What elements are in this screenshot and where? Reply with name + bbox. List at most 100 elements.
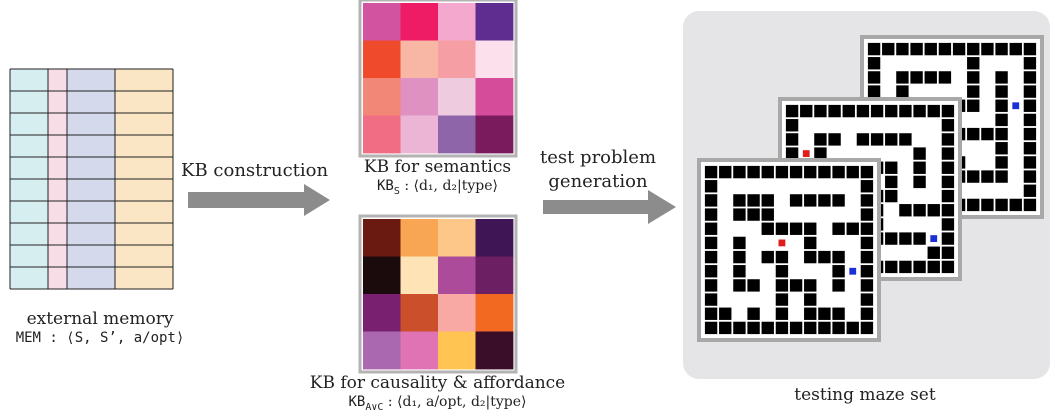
kb-causality-cell bbox=[400, 256, 439, 295]
kb-semantics-cell bbox=[363, 40, 401, 79]
maze-wall bbox=[704, 236, 718, 250]
maze-wall bbox=[885, 104, 898, 118]
kb-semantics-label: KB for semantics KBS : ⟨d₁, d₂|type⟩ bbox=[335, 157, 540, 197]
maze-wall bbox=[941, 133, 955, 146]
maze-wall bbox=[832, 194, 845, 207]
maze-wall bbox=[1023, 113, 1037, 127]
maze-wall bbox=[899, 260, 912, 274]
kb-causality-cell bbox=[475, 331, 514, 370]
maze-wall bbox=[785, 147, 799, 160]
maze-wall bbox=[941, 232, 955, 245]
maze-wall bbox=[828, 133, 841, 146]
kb-semantics-cell bbox=[438, 40, 476, 79]
maze-wall bbox=[995, 142, 1008, 155]
maze-wall bbox=[804, 293, 817, 306]
maze-wall bbox=[967, 198, 980, 212]
maze-front bbox=[697, 158, 881, 342]
maze-wall bbox=[860, 279, 874, 292]
maze-wall bbox=[775, 250, 789, 264]
kb-semantics-cell bbox=[475, 40, 514, 79]
maze-wall bbox=[860, 293, 874, 306]
kb-semantics-cell bbox=[475, 3, 514, 41]
maze-wall bbox=[995, 156, 1008, 169]
kb-causality-title: KB for causality & affordance bbox=[309, 373, 566, 393]
maze-wall bbox=[860, 265, 874, 278]
maze-wall bbox=[704, 321, 718, 335]
maze-wall bbox=[719, 165, 732, 179]
maze-wall bbox=[832, 222, 845, 235]
maze-wall bbox=[995, 42, 1008, 56]
maze-wall bbox=[885, 133, 898, 146]
kb-causality-formula: KBA∨C : ⟨d₁, a/opt, d₂|type⟩ bbox=[275, 394, 600, 413]
maze-wall bbox=[1023, 42, 1037, 56]
kb-semantics-cell bbox=[363, 78, 401, 116]
kb-semantics-cell bbox=[363, 115, 401, 154]
maze-wall bbox=[860, 222, 874, 235]
maze-wall bbox=[927, 104, 940, 118]
kb-causality-cell bbox=[438, 294, 476, 332]
kb-semantics-cell bbox=[400, 40, 439, 79]
maze-wall bbox=[761, 165, 774, 179]
kb-semantics-cell bbox=[400, 115, 439, 154]
kb-causality-frame bbox=[358, 214, 518, 374]
maze-wall bbox=[927, 204, 940, 217]
kb-causality-cell bbox=[400, 331, 439, 370]
maze-caption: testing maze set bbox=[794, 385, 936, 405]
kb-causality-cell bbox=[475, 219, 514, 257]
maze-wall bbox=[860, 307, 874, 320]
maze-wall bbox=[860, 180, 874, 193]
maze-wall bbox=[941, 246, 955, 259]
maze-wall bbox=[1023, 142, 1037, 155]
maze-wall bbox=[870, 133, 884, 146]
maze-wall bbox=[995, 71, 1008, 84]
maze-wall bbox=[867, 42, 881, 56]
maze-wall bbox=[913, 104, 926, 118]
maze-wall bbox=[761, 208, 774, 221]
maze-wall bbox=[814, 104, 827, 118]
maze-wall bbox=[882, 42, 895, 56]
maze-wall bbox=[719, 321, 732, 335]
maze-wall bbox=[1023, 57, 1037, 70]
maze-wall bbox=[967, 127, 980, 141]
maze-wall bbox=[870, 104, 884, 118]
maze-wall bbox=[804, 165, 817, 179]
maze-wall bbox=[885, 175, 898, 189]
maze-wall bbox=[995, 113, 1008, 127]
kb-causality-formula-sub: A∨C bbox=[365, 401, 384, 413]
kb-causality-cell bbox=[363, 294, 401, 332]
maze-wall bbox=[860, 236, 874, 250]
maze-wall bbox=[885, 189, 898, 203]
kb-semantics-cell bbox=[400, 78, 439, 116]
maze-wall bbox=[747, 208, 760, 221]
maze-wall bbox=[733, 265, 746, 278]
maze-wall bbox=[967, 170, 980, 183]
maze-wall bbox=[941, 147, 955, 160]
maze-wall bbox=[761, 250, 774, 264]
maze-wall bbox=[981, 170, 994, 183]
maze-wall bbox=[775, 222, 789, 235]
maze-wall bbox=[938, 71, 952, 84]
maze-wall bbox=[952, 42, 966, 56]
kb-causality-formula-rest: : ⟨d₁, a/opt, d₂|type⟩ bbox=[383, 394, 527, 410]
maze-wall bbox=[941, 104, 955, 118]
maze-wall bbox=[832, 250, 845, 264]
maze-wall bbox=[761, 194, 774, 207]
maze-wall bbox=[867, 85, 881, 98]
maze-wall bbox=[828, 104, 841, 118]
test-generation-arrow bbox=[543, 190, 676, 224]
maze-wall bbox=[899, 104, 912, 118]
maze-wall bbox=[913, 232, 926, 245]
maze-wall bbox=[860, 321, 874, 335]
maze-wall bbox=[981, 198, 994, 212]
external-memory-title: external memory bbox=[26, 309, 174, 329]
maze-wall bbox=[941, 119, 955, 132]
maze-wall bbox=[860, 165, 874, 179]
maze-wall bbox=[704, 250, 718, 264]
maze-wall bbox=[733, 321, 746, 335]
maze-wall bbox=[995, 127, 1008, 141]
maze-wall bbox=[1009, 42, 1022, 56]
maze-wall bbox=[804, 222, 817, 235]
maze-wall bbox=[941, 260, 955, 274]
kb-semantics-title: KB for semantics bbox=[363, 157, 512, 177]
maze-wall bbox=[995, 198, 1008, 212]
